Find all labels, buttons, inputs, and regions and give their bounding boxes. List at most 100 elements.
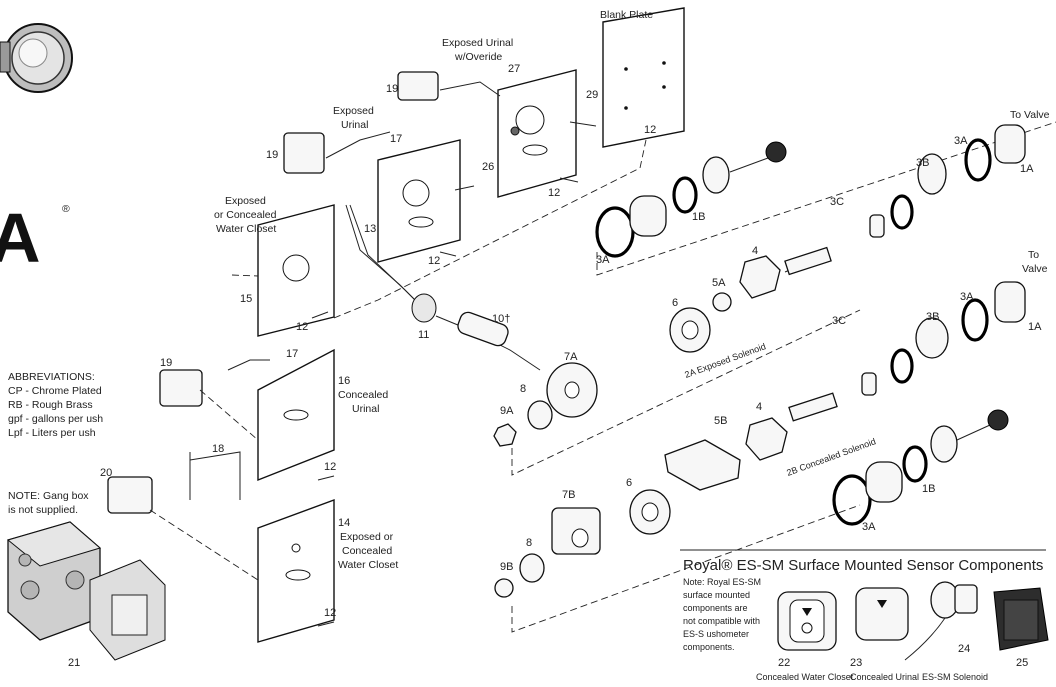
note-line: not compatible with [683, 616, 760, 626]
cable-10 [457, 311, 509, 347]
part-number-6: 6 [626, 477, 632, 489]
panel-note: Note: Royal ES-SM surface mounted compon… [683, 577, 761, 652]
part-number-15: 15 [240, 293, 252, 305]
top-valve-assembly [595, 141, 787, 258]
part-number-10: 10† [492, 313, 510, 325]
part-number-4: 4 [752, 245, 758, 257]
grommet-11 [411, 293, 437, 323]
part-number-12: 12 [548, 187, 560, 199]
middle-right-valve-parts [861, 281, 1026, 396]
label-concealed-urinal: Concealed [338, 389, 388, 401]
label-wc-bottom: Water Closet [338, 559, 398, 571]
part-number-21: 21 [68, 657, 80, 669]
note-line: components. [683, 642, 735, 652]
part-number-17: 17 [286, 348, 298, 360]
caption-23: Concealed Urinal [850, 672, 919, 682]
note-line: surface mounted [683, 590, 750, 600]
label-wc-bottom: Concealed [342, 545, 392, 557]
nut-9b [494, 578, 514, 598]
nut-4 [745, 417, 788, 461]
label-wc-bottom: Exposed or [340, 531, 394, 543]
caption-22: Concealed Water Closet [756, 672, 854, 682]
part-number-20: 20 [100, 467, 112, 479]
part-number-19: 19 [266, 149, 278, 161]
label-to-valve: Valve [1022, 263, 1048, 275]
registered-mark: ® [62, 203, 70, 215]
part-number-1a: 1A [1020, 163, 1034, 175]
brand-fragment: A [0, 199, 41, 277]
washer-5a [712, 292, 732, 312]
abbreviation-line: gpf - gallons per ush [8, 413, 103, 425]
label-exposed-urinal: Exposed [333, 105, 374, 117]
part-number-8: 8 [520, 383, 526, 395]
part-number-12: 12 [296, 321, 308, 333]
washer-8 [519, 553, 545, 583]
gang-box-note: NOTE: Gang box [8, 490, 89, 502]
blank-plate [602, 7, 685, 148]
abbreviation-line: CP - Chrome Plated [8, 385, 102, 397]
part-number-11: 11 [418, 329, 429, 341]
part-number-14: 14 [338, 517, 350, 529]
part-number-25: 25 [1016, 657, 1028, 669]
caption-24: ES-SM Solenoid [922, 672, 988, 682]
label-concealed-urinal: Urinal [352, 403, 379, 415]
part-number-3b: 3B [926, 311, 939, 323]
sensor-module-19 [397, 71, 439, 101]
part-number-22: 22 [778, 657, 790, 669]
part-number-23: 23 [850, 657, 862, 669]
washer-8 [527, 400, 553, 430]
part-number-19: 19 [386, 83, 398, 95]
abbreviation-line: Lpf - Liters per ush [8, 427, 96, 439]
label-to-valve: To Valve [1010, 109, 1050, 121]
label-exposed-concealed-wc: Exposed [225, 195, 266, 207]
bracket-5b [664, 439, 741, 491]
part-number-17: 17 [390, 133, 402, 145]
part-number-3c: 3C [830, 196, 844, 208]
abbreviations-block: ABBREVIATIONS: CP - Chrome Plated RB - R… [8, 371, 103, 439]
part-number-29: 29 [586, 89, 598, 101]
part-number-5a: 5A [712, 277, 726, 289]
nut-4 [739, 255, 781, 299]
part-number-26: 26 [482, 161, 494, 173]
part-number-1a: 1A [1028, 321, 1042, 333]
part-number-27: 27 [508, 63, 520, 75]
part-number-7a: 7A [564, 351, 578, 363]
gang-box-note: is not supplied. [8, 504, 78, 516]
sensor-module-20 [107, 476, 153, 514]
sensor-23-illustration [855, 587, 909, 641]
abbreviation-line: RB - Rough Brass [8, 399, 93, 411]
nut-9a [493, 423, 517, 447]
part-number-12: 12 [324, 607, 336, 619]
sensor-module-19 [159, 369, 203, 407]
part-number-3a: 3A [862, 521, 876, 533]
part-number-9a: 9A [500, 405, 514, 417]
part-number-6: 6 [672, 297, 678, 309]
label-exposed-urinal-override: Exposed Urinal [442, 37, 513, 49]
part-number-3a: 3A [954, 135, 968, 147]
label-exposed-concealed-wc: Water Closet [216, 223, 276, 235]
part-number-16: 16 [338, 375, 350, 387]
part-number-3b: 3B [916, 157, 929, 169]
gang-box-illustration [6, 521, 166, 661]
label-to-valve: To [1028, 249, 1039, 261]
part-number-12: 12 [324, 461, 336, 473]
label-blank-plate: Blank Plate [600, 9, 653, 21]
part-number-12: 12 [428, 255, 440, 267]
label-exposed-urinal: Urinal [341, 119, 368, 131]
part-number-1b: 1B [692, 211, 705, 223]
part-number-3a: 3A [960, 291, 974, 303]
chrome-handle-image [0, 23, 73, 93]
label-exposed-concealed-wc: or Concealed [214, 209, 277, 221]
top-right-valve-parts [869, 124, 1026, 238]
label-exposed-urinal-override: w/Overide [454, 51, 502, 63]
panel-title: Royal® ES-SM Surface Mounted Sensor Comp… [683, 557, 1043, 574]
urinal-override-plate [497, 69, 577, 198]
note-line: Note: Royal ES-SM [683, 577, 761, 587]
sensor-module-19 [283, 132, 325, 174]
label-concealed-solenoid: 2B Concealed Solenoid [785, 436, 877, 478]
abbreviations-heading: ABBREVIATIONS: [8, 371, 95, 383]
part-number-3c: 3C [832, 315, 846, 327]
part-number-4: 4 [756, 401, 762, 413]
part-number-19: 19 [160, 357, 172, 369]
